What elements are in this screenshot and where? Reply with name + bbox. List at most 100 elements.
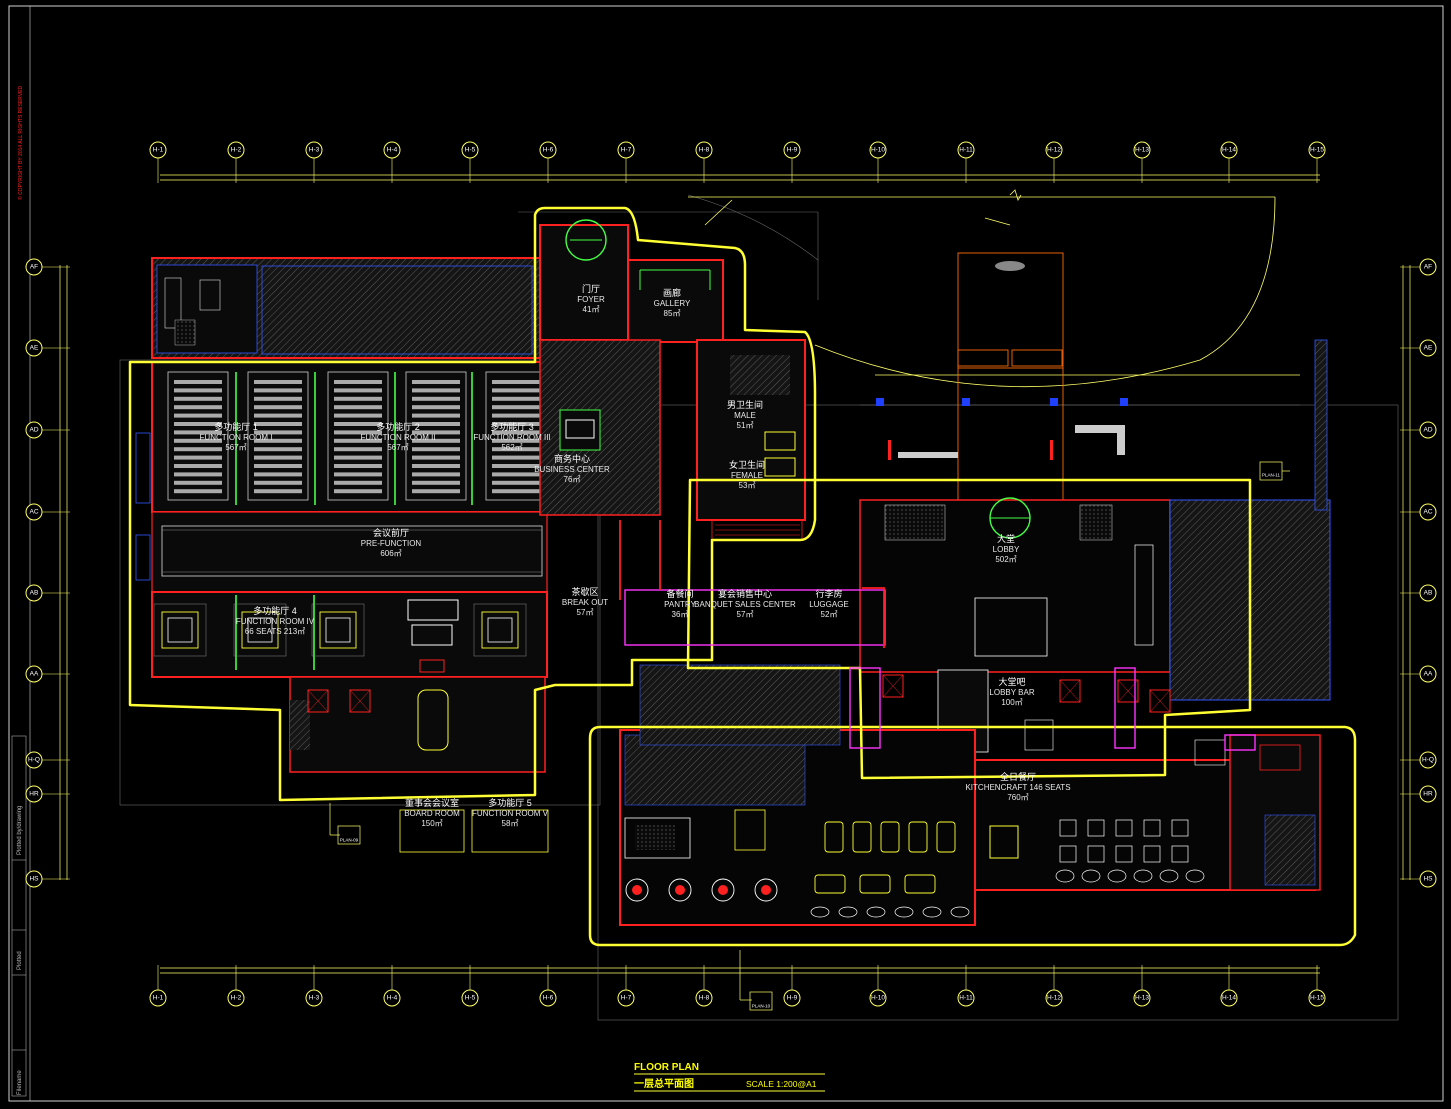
- title-scale: SCALE 1:200@A1: [746, 1079, 817, 1089]
- room-name-en-lobbybar: LOBBY BAR: [989, 688, 1034, 697]
- grid-col-top-h-1: H-1: [149, 141, 167, 159]
- grid-col-top-h-12-label: H-12: [1047, 147, 1061, 154]
- grid-col-top-h-14: H-14: [1220, 141, 1238, 159]
- grid-row-left-ac-label: AC: [29, 509, 38, 516]
- grid-row-right-af-label: AF: [1424, 264, 1432, 271]
- grid-row-right-hs: HS: [1419, 870, 1437, 888]
- grid-col-top-h-7: H-7: [617, 141, 635, 159]
- grid-col-top-h-5-label: H-5: [465, 147, 476, 154]
- restaurant-tables: [625, 819, 1205, 918]
- room-name-en-kitchencraft: KITCHENCRAFT 146 SEATS: [965, 783, 1070, 792]
- room-name-en-foyer: FOYER: [577, 295, 605, 304]
- drop-off-area: [957, 252, 1064, 520]
- grid-col-bottom-h-6: H-6: [539, 989, 557, 1007]
- side-label-plotted: Plotted: [17, 951, 23, 970]
- grid-col-top-h-3: H-3: [305, 141, 323, 159]
- room-name-en-luggage: LUGGAGE: [809, 600, 849, 609]
- room-area-fr4: 66 SEATS 213㎡: [245, 627, 305, 636]
- room-name-cn-fr4: 多功能厅 4: [253, 605, 297, 616]
- side-label-filename: Filename: [17, 1070, 23, 1095]
- plan-tag-right: PLAN-11: [1259, 461, 1290, 481]
- grid-col-bottom-h-5-label: H-5: [465, 995, 476, 1002]
- room-name-cn-pantry: 备餐间: [666, 588, 693, 599]
- lobby-block: [859, 339, 1331, 701]
- grid-col-top-h-2-label: H-2: [231, 147, 242, 154]
- grid-col-bottom-h-1-label: H-1: [153, 995, 164, 1002]
- side-label-plotted-by: Plotted by/drawing: [17, 806, 23, 855]
- restrooms-block: [696, 339, 806, 541]
- room-name-en-prefunction: PRE-FUNCTION: [361, 539, 422, 548]
- grid-col-top-h-10-label: H-10: [871, 147, 885, 154]
- grid-col-bottom-h-12-label: H-12: [1047, 995, 1061, 1002]
- grid-col-top-h-4: H-4: [383, 141, 401, 159]
- room-area-lobbybar: 100㎡: [1001, 698, 1022, 707]
- title-block: FLOOR PLAN 一层总平面图 SCALE 1:200@A1: [634, 1062, 825, 1092]
- room-area-business: 76㎡: [564, 475, 581, 484]
- grid-row-left-ac: AC: [25, 503, 43, 521]
- grid-col-bottom-h-15-label: H-15: [1310, 995, 1324, 1002]
- plan-tag-left-text: PLAN-09: [340, 838, 359, 843]
- grid-col-bottom-h-15: H-15: [1308, 989, 1326, 1007]
- grid-row-left-af-label: AF: [30, 264, 38, 271]
- grid-col-bottom-h-11: H-11: [957, 989, 975, 1007]
- plan-tag-left: PLAN-09: [329, 803, 361, 845]
- plan-tag-bottom-text: PLAN-10: [752, 1004, 771, 1009]
- grid-col-top-h-5: H-5: [461, 141, 479, 159]
- grid-col-top-h-3-label: H-3: [309, 147, 320, 154]
- grid-row-left-ab: AB: [25, 584, 43, 602]
- room-name-cn-fr2: 多功能厅 2: [376, 421, 420, 432]
- accent-lines: [624, 589, 1256, 751]
- grid-col-top-h-7-label: H-7: [621, 147, 632, 154]
- context-lines: [119, 194, 1399, 1021]
- board-room-furniture: [407, 599, 459, 751]
- grid-row-right-af: AF: [1419, 258, 1437, 276]
- grid-row-left-h-q: H-Q: [25, 751, 43, 769]
- grid-col-top-h-15: H-15: [1308, 141, 1326, 159]
- grid-row-right-hr-label: HR: [1423, 791, 1433, 798]
- foyer-gallery-block: [539, 219, 724, 516]
- grid-col-bottom-h-7-label: H-7: [621, 995, 632, 1002]
- drop-off-wall: [1075, 425, 1125, 455]
- car-stops: [876, 398, 1128, 406]
- grid-row-right-ad: AD: [1419, 421, 1437, 439]
- room-name-en-breakout: BREAK OUT: [562, 598, 608, 607]
- grid-row-right-ae: AE: [1419, 339, 1437, 357]
- grid-col-bottom-h-8-label: H-8: [699, 995, 710, 1002]
- grid-row-left-ad: AD: [25, 421, 43, 439]
- grid-col-top-h-1-label: H-1: [153, 147, 164, 154]
- pre-function-area: [135, 432, 543, 581]
- room-area-kitchencraft: 760㎡: [1007, 793, 1028, 802]
- room-area-lobby: 502㎡: [995, 555, 1016, 564]
- grid-col-top-h-6: H-6: [539, 141, 557, 159]
- room-area-prefunction: 606㎡: [380, 549, 401, 558]
- grid-row-right-ab-label: AB: [1424, 590, 1433, 597]
- drop-off-bench: [898, 452, 958, 458]
- room-name-cn-breakout: 茶歇区: [571, 586, 598, 597]
- room-area-gallery: 85㎡: [664, 309, 681, 318]
- south-block: [619, 664, 1321, 926]
- grid-col-bottom-h-10-label: H-10: [871, 995, 885, 1002]
- grid-row-right-hs-label: HS: [1423, 876, 1433, 883]
- room-name-cn-board: 董事会会议室: [405, 797, 459, 808]
- room-name-cn-luggage: 行李房: [815, 588, 842, 599]
- title-cn: 一层总平面图: [634, 1077, 694, 1090]
- grid-col-top-h-10: H-10: [869, 141, 887, 159]
- grid-row-left-aa: AA: [25, 665, 43, 683]
- room-name-cn-female: 女卫生间: [729, 459, 765, 470]
- grid-col-bottom-h-4: H-4: [383, 989, 401, 1007]
- room-name-en-fr2: FUNCTION ROOM II: [360, 433, 435, 442]
- grid-row-left-ae: AE: [25, 339, 43, 357]
- room-name-cn-fr5: 多功能厅 5: [488, 797, 532, 808]
